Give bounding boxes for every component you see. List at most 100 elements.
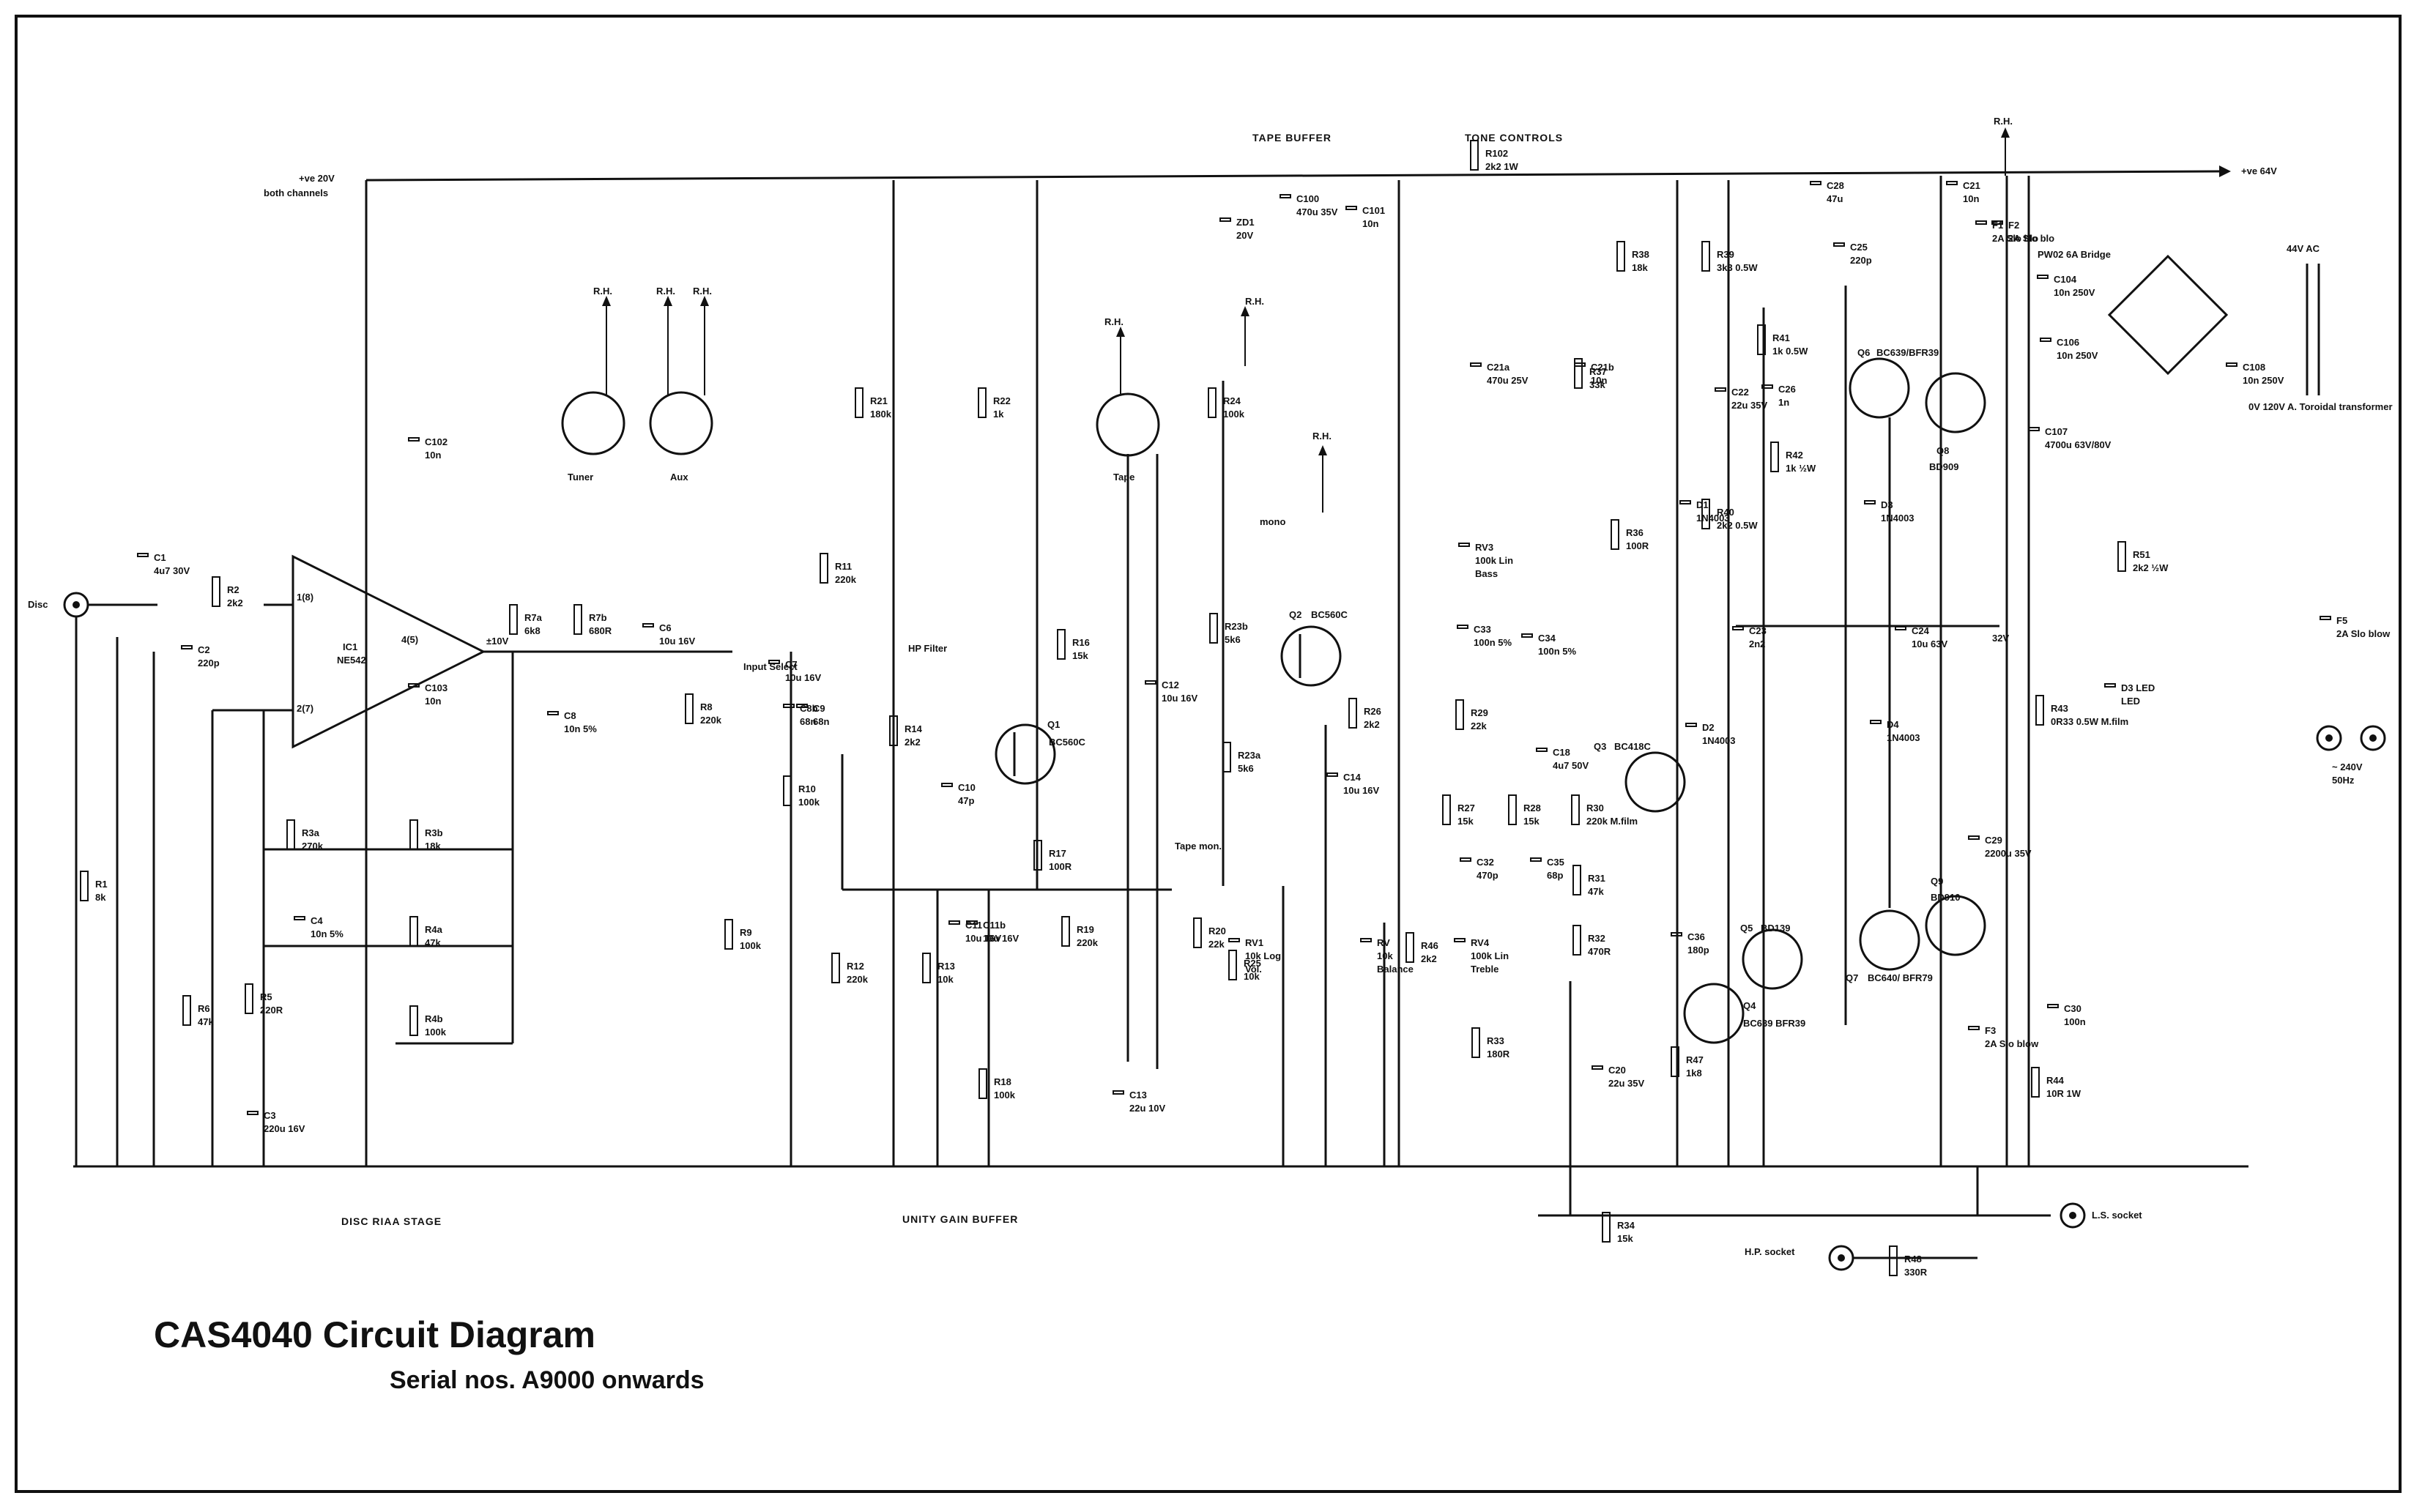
capacitor-symbol <box>408 437 420 442</box>
resistor-symbol <box>978 1068 987 1099</box>
diode-symbol <box>1679 500 1691 504</box>
capacitor-value: 1n <box>1778 397 1789 408</box>
resistor-symbol <box>724 919 733 950</box>
capacitor-value: 10n <box>1963 193 1979 204</box>
ic1-pin2: 2(7) <box>297 703 313 714</box>
resistor-symbol <box>2031 1067 2040 1098</box>
resistor-ref: R30 <box>1586 802 1604 813</box>
resistor-value: 680R <box>589 625 612 636</box>
capacitor-value: 4u7 50V <box>1553 760 1589 771</box>
pot-value: 100k Lin <box>1471 950 1509 961</box>
label-tape-mon: Tape mon. <box>1175 841 1222 852</box>
capacitor-value: 10n <box>1591 375 1607 386</box>
q1-part: BC560C <box>1049 737 1085 748</box>
section-tone-controls: TONE CONTROLS <box>1465 132 1563 144</box>
q7-ref: Q7 <box>1846 972 1858 983</box>
rh-label-5: R.H. <box>1245 296 1264 307</box>
resistor-symbol <box>409 916 418 947</box>
capacitor-ref: C9 <box>813 703 825 714</box>
rails <box>73 165 2248 1168</box>
capacitor-symbol <box>1833 242 1845 247</box>
resistor-ref: R46 <box>1421 940 1438 951</box>
capacitor-ref: C107 <box>2045 426 2068 437</box>
resistor-ref: R10 <box>798 783 816 794</box>
capacitor-value: 180p <box>1687 945 1709 956</box>
pot-symbol <box>1458 543 1470 547</box>
capacitor-value: 22u 10V <box>1129 1103 1165 1114</box>
resistor-symbol <box>783 775 792 806</box>
capacitor-value: 10n <box>1362 218 1378 229</box>
resistor-value: 5k6 <box>1238 763 1254 774</box>
capacitor-ref: C2 <box>198 644 210 655</box>
transformer-label: 0V 120V A. Toroidal transformer <box>2248 401 2393 412</box>
resistor-ref: R7b <box>589 612 607 623</box>
resistor-symbol <box>1616 241 1625 272</box>
capacitor-symbol <box>1946 181 1958 185</box>
resistor-value: 10k <box>1244 971 1260 982</box>
capacitor-ref: C23 <box>1749 625 1767 636</box>
resistor-ref: R19 <box>1077 924 1094 935</box>
transistor-q9 <box>1925 895 1986 956</box>
label-mono: mono <box>1260 516 1285 527</box>
resistor-ref: R13 <box>937 961 955 972</box>
capacitor-value: 68n <box>800 716 816 727</box>
capacitor-ref: C4 <box>311 915 323 926</box>
resistor-value: 100k <box>740 940 762 951</box>
capacitor-symbol <box>1592 1065 1603 1070</box>
q3-part: BC418C <box>1614 741 1651 752</box>
rh-label-3: R.H. <box>693 286 712 297</box>
rail-32v: 32V <box>1992 633 2009 644</box>
resistor-symbol <box>1508 794 1517 825</box>
q3-ref: Q3 <box>1594 741 1606 752</box>
diagram-title: CAS4040 Circuit Diagram <box>154 1314 595 1355</box>
resistor-ref: R34 <box>1617 1220 1635 1231</box>
capacitor-value: 10u 16V <box>965 933 1001 944</box>
resistor-value: 220k <box>847 974 869 985</box>
resistor-symbol <box>1571 794 1580 825</box>
pot-symbol <box>1360 938 1372 942</box>
capacitor-ref: C11 <box>965 920 982 931</box>
transistor-q2 <box>1280 625 1342 687</box>
capacitor-symbol <box>783 704 795 708</box>
capacitor-value: 68p <box>1547 870 1563 881</box>
resistor-symbol <box>1209 613 1218 644</box>
capacitor-ref: C34 <box>1538 633 1556 644</box>
toroidal-transformer <box>2306 264 2320 395</box>
capacitor-value: 4700u 63V/80V <box>2045 439 2112 450</box>
label-hp-socket: H.P. socket <box>1745 1246 1795 1257</box>
capacitor-value: 22u 35V <box>1608 1078 1644 1089</box>
resistor-ref: R14 <box>905 723 923 734</box>
resistor-value: 220k <box>835 574 857 585</box>
rh-label-2: R.H. <box>656 286 675 297</box>
resistor-ref: R22 <box>993 395 1011 406</box>
capacitor-symbol <box>1968 835 1980 840</box>
resistor-symbol <box>212 576 220 607</box>
diode-ref: D3 <box>1881 499 1893 510</box>
resistor-value: 2k2 ½W <box>2133 562 2169 573</box>
capacitor-ref: C28 <box>1827 180 1844 191</box>
label-10v: ±10V <box>486 636 509 647</box>
rail-plus-64v: +ve 64V <box>2241 165 2277 176</box>
diagram-subtitle: Serial nos. A9000 onwards <box>390 1366 705 1394</box>
capacitor-symbol <box>1895 626 1906 630</box>
capacitor-ref: C101 <box>1362 205 1385 216</box>
rh-arrows <box>602 127 2010 513</box>
q8-ref: Q8 <box>1936 445 1949 456</box>
capacitor-ref: C100 <box>1296 193 1319 204</box>
capacitor-symbol <box>1145 680 1156 685</box>
resistor-ref: R18 <box>994 1076 1011 1087</box>
q2-part: BC560C <box>1311 609 1348 620</box>
capacitor-ref: C1 <box>154 552 166 563</box>
resistor-value: 22k <box>1208 939 1225 950</box>
q7-part: BC640/ BFR79 <box>1868 972 1933 983</box>
rh-label-6: R.H. <box>1312 431 1332 442</box>
capacitor-symbol <box>1671 932 1682 936</box>
capacitor-symbol <box>1113 1090 1124 1095</box>
diode-ref: ZD1 <box>1236 217 1255 228</box>
resistor-ref: R38 <box>1632 249 1649 260</box>
resistor-symbol <box>889 715 898 746</box>
transistor-q4 <box>1683 983 1745 1044</box>
resistor-ref: R23b <box>1225 621 1248 632</box>
label-tape: Tape <box>1113 472 1134 483</box>
capacitor-ref: C11b <box>983 920 1006 931</box>
